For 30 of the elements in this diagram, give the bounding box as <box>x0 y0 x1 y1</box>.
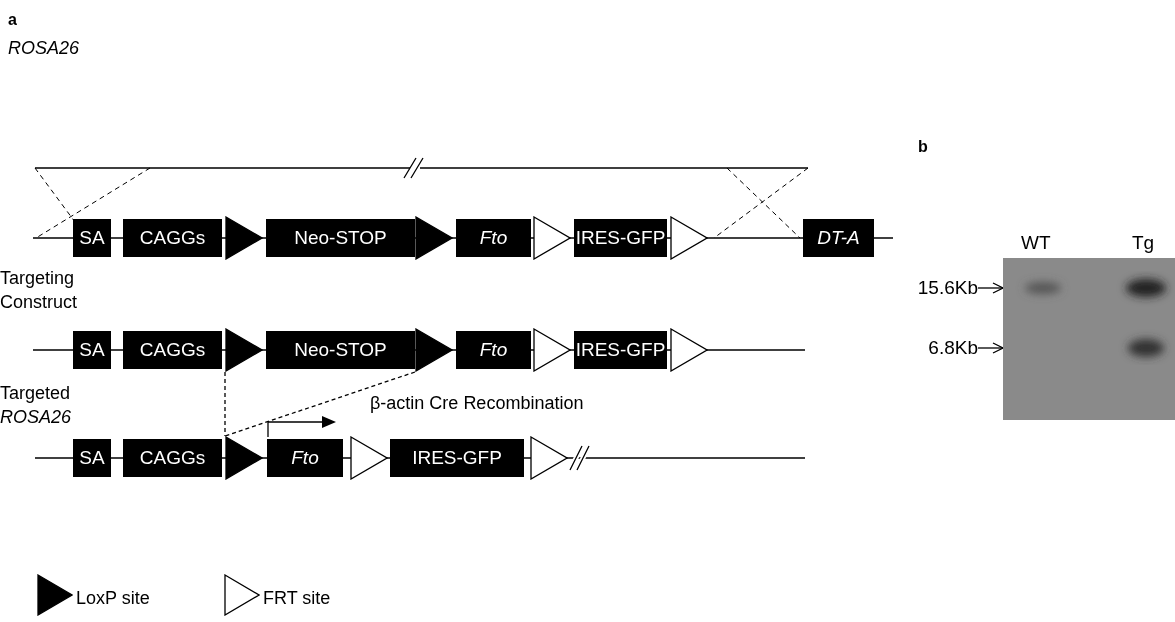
gene-element-box: Fto <box>456 331 531 369</box>
lane-label: WT <box>1021 232 1051 254</box>
gene-element-box: IRES-GFP <box>574 331 667 369</box>
gene-element-box: Fto <box>456 219 531 257</box>
gene-element-box: Fto <box>267 439 343 477</box>
gene-element-box: SA <box>73 331 111 369</box>
text-label: Targeted ROSA26 <box>0 382 73 429</box>
gene-element-box: SA <box>73 439 111 477</box>
gene-element-box: CAGGs <box>123 331 222 369</box>
arrow <box>977 282 1004 294</box>
text-label: Targeting Construct <box>0 267 79 314</box>
text-label: ROSA26 <box>8 37 80 60</box>
band-size-label: 15.6Kb <box>880 276 978 300</box>
gene-element-box: DT-A <box>803 219 874 257</box>
lane-label: Tg <box>1132 232 1155 254</box>
legend-label: LoxP site <box>76 586 150 610</box>
panel-letter: a <box>8 10 17 30</box>
band-size-label: 6.8Kb <box>880 336 978 360</box>
recombination-dashed-line <box>224 371 226 437</box>
panel-letter: b <box>918 137 928 157</box>
gene-element-box: IRES-GFP <box>390 439 524 477</box>
text-label: β-actin Cre Recombination <box>370 392 584 415</box>
recombination-dashed-line <box>224 371 416 437</box>
gene-element-box: SA <box>73 219 111 257</box>
gene-element-box: CAGGs <box>123 219 222 257</box>
southern-blot-photo-placeholder <box>1003 258 1175 420</box>
arrow <box>977 342 1004 354</box>
gene-element-box: IRES-GFP <box>574 219 667 257</box>
gene-element-box: CAGGs <box>123 439 222 477</box>
legend-label: FRT site <box>263 586 331 610</box>
